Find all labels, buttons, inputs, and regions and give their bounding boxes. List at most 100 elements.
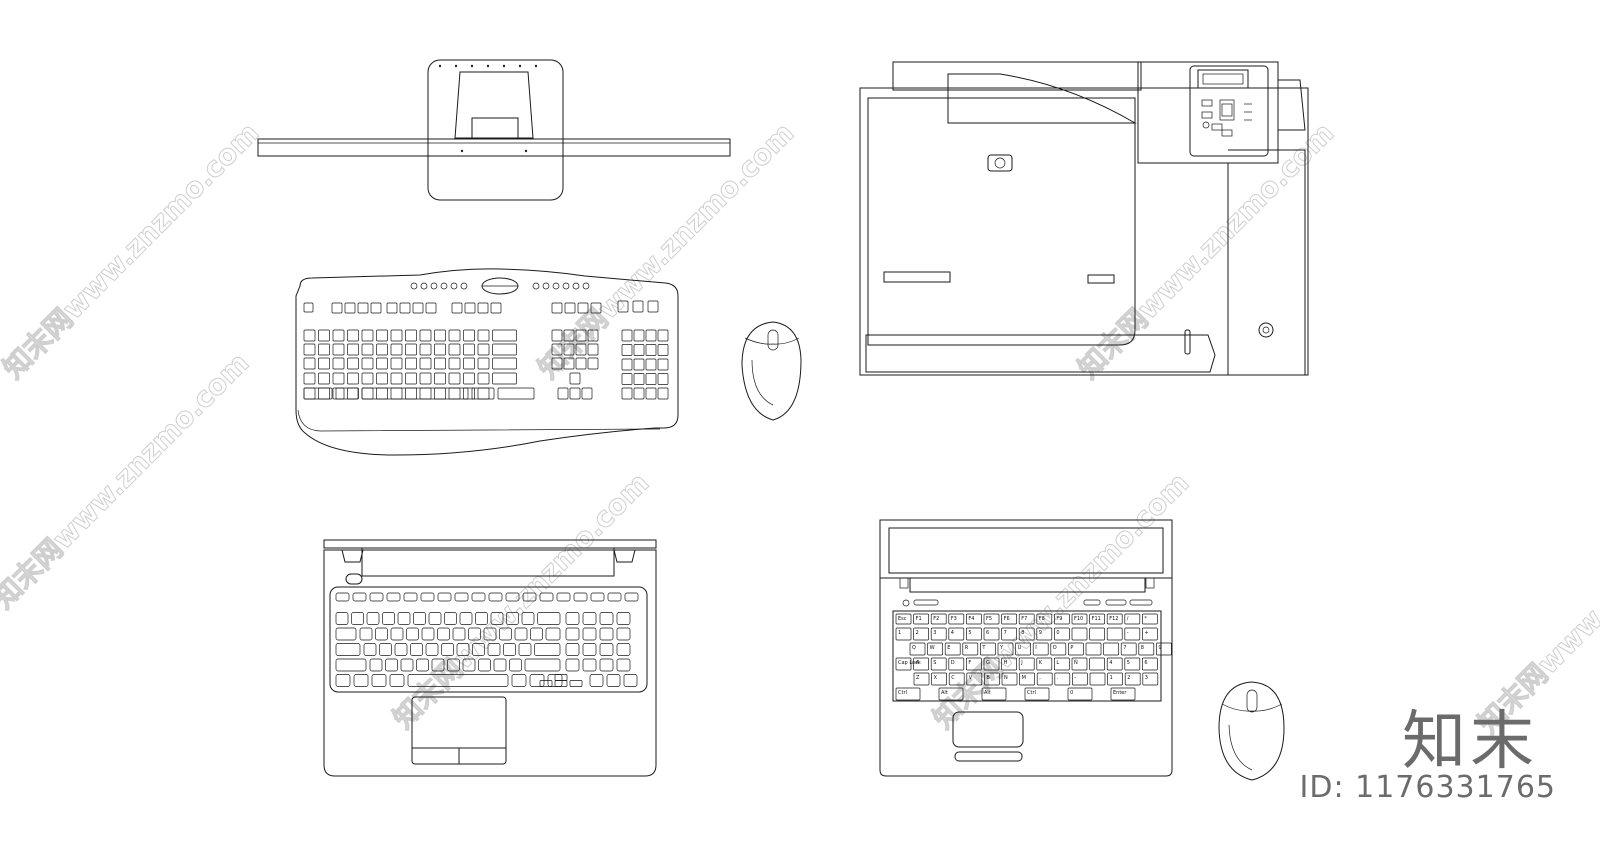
watermark-text: 知末网www.znzmo.com: [927, 466, 1196, 735]
key: [477, 329, 490, 342]
key-fn: [386, 592, 401, 602]
key-numpad: [633, 373, 645, 385]
touchpad: [952, 711, 1024, 748]
key: [456, 643, 470, 656]
monitor-top-view: [257, 59, 731, 201]
key: [437, 627, 450, 641]
key: [966, 613, 982, 625]
key: [405, 372, 417, 385]
key-arrow: [554, 680, 568, 687]
key-label: I: [1035, 645, 1036, 651]
key: [448, 372, 461, 385]
printer-paper-tray: [892, 61, 1142, 91]
key: [347, 343, 359, 356]
key-numpad: [616, 643, 631, 656]
key-numpad: [582, 612, 597, 625]
key: [962, 642, 979, 656]
key-numpad: [621, 387, 633, 400]
key: [1142, 627, 1158, 641]
key: [369, 658, 383, 672]
key-numpad: [616, 627, 631, 641]
key: [1018, 613, 1035, 625]
key: [1032, 642, 1049, 656]
key: [948, 613, 965, 625]
key: [1001, 627, 1017, 641]
key-label: Ñ: [1074, 659, 1078, 666]
key-numpad: [565, 612, 580, 625]
key: [428, 612, 442, 625]
key-label: X: [934, 675, 938, 681]
key: [895, 687, 921, 701]
key-nav: [587, 357, 599, 370]
key-label: Ctrl: [1027, 690, 1036, 696]
key: [459, 612, 473, 625]
key-fn: [505, 592, 520, 602]
key: [477, 357, 490, 370]
key: [1138, 642, 1155, 656]
key: [416, 658, 429, 672]
printer-tray-handle: [1184, 329, 1191, 355]
key: [948, 657, 965, 671]
key-fn: [412, 302, 424, 314]
key-label: 7: [1004, 630, 1007, 636]
key: [421, 627, 435, 641]
key-wide: [537, 612, 561, 625]
key-label: U: [1018, 645, 1022, 651]
key: [318, 329, 330, 342]
key: [419, 357, 432, 370]
laptop-left: [323, 539, 657, 777]
key: [487, 643, 501, 656]
watermark-text: 知末网www.znzmo.com: [0, 116, 265, 385]
key: [1089, 627, 1105, 641]
key: [1054, 613, 1070, 625]
key: [410, 643, 423, 656]
key-nav: [575, 329, 587, 342]
key: [332, 372, 345, 385]
key: [483, 627, 497, 641]
key: [335, 612, 349, 625]
key: [434, 329, 446, 342]
key-fn: [477, 302, 489, 314]
key-fn: [437, 592, 452, 602]
keyboard-deck: [329, 586, 648, 693]
key: [1124, 672, 1141, 686]
key: [1124, 627, 1141, 641]
key-label: 8: [1141, 645, 1144, 651]
key: [895, 657, 912, 671]
key-numpad: [606, 674, 621, 687]
key-fn: [490, 302, 502, 314]
key-label: F7: [1021, 616, 1027, 622]
mouse-contour: [1228, 724, 1253, 771]
key: [463, 357, 475, 370]
key: [397, 612, 411, 625]
key-label: S: [933, 660, 936, 666]
key-label: M: [1022, 675, 1026, 681]
key-label: 1: [898, 630, 901, 636]
watermark-text: 知末网www.znzmo.com: [0, 346, 255, 615]
desktop-keyboard: [295, 268, 679, 456]
key-nav: [563, 329, 575, 342]
key-label: Y: [999, 645, 1004, 651]
key-label: Z: [916, 675, 920, 681]
key: [913, 657, 929, 671]
key: [452, 627, 466, 641]
keyboard-palm-line: [297, 409, 661, 432]
monitor-stand-dots: [438, 64, 538, 153]
key-fn: [399, 302, 411, 314]
key: [478, 658, 491, 672]
key: [895, 613, 912, 625]
key: [376, 387, 388, 400]
key: [390, 387, 403, 400]
key-wide: [492, 372, 517, 385]
key: [472, 643, 485, 656]
key-label: 9: [1158, 645, 1161, 651]
key-wide: [545, 627, 561, 641]
key: [376, 357, 388, 370]
key: [1089, 672, 1106, 686]
key: [419, 329, 432, 342]
key-fn: [420, 592, 435, 602]
panel-button: [1202, 121, 1210, 129]
key-label: V: [969, 675, 973, 681]
key-numpad: [633, 329, 645, 342]
printer-side-tab: [1278, 79, 1306, 131]
